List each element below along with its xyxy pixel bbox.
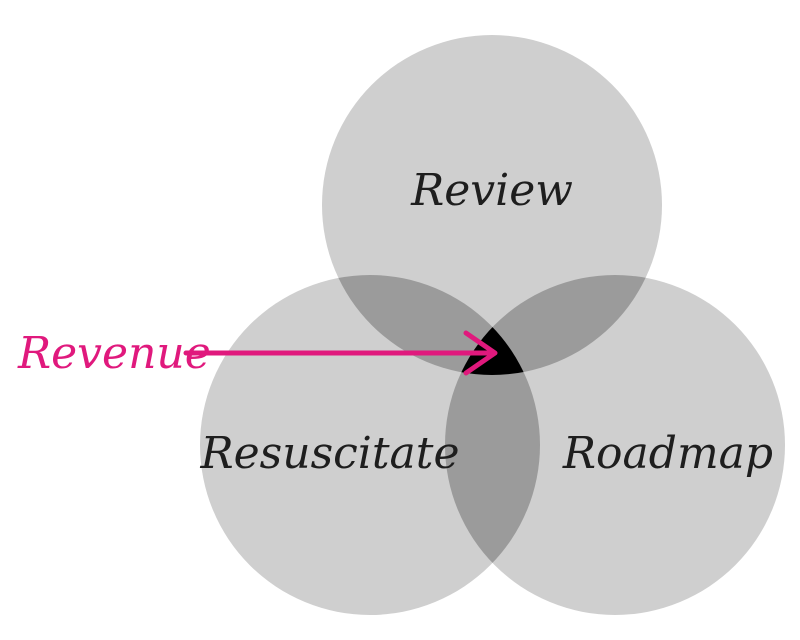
arrow-head-icon xyxy=(463,330,498,376)
label-resuscitate: Resuscitate xyxy=(199,428,459,479)
overlap-review-roadmap xyxy=(445,275,662,375)
label-review: Review xyxy=(410,165,573,216)
label-revenue: Revenue xyxy=(17,328,211,379)
label-roadmap: Roadmap xyxy=(562,428,773,479)
center-pointer xyxy=(183,330,498,376)
overlap-review-resuscitate xyxy=(322,275,540,375)
